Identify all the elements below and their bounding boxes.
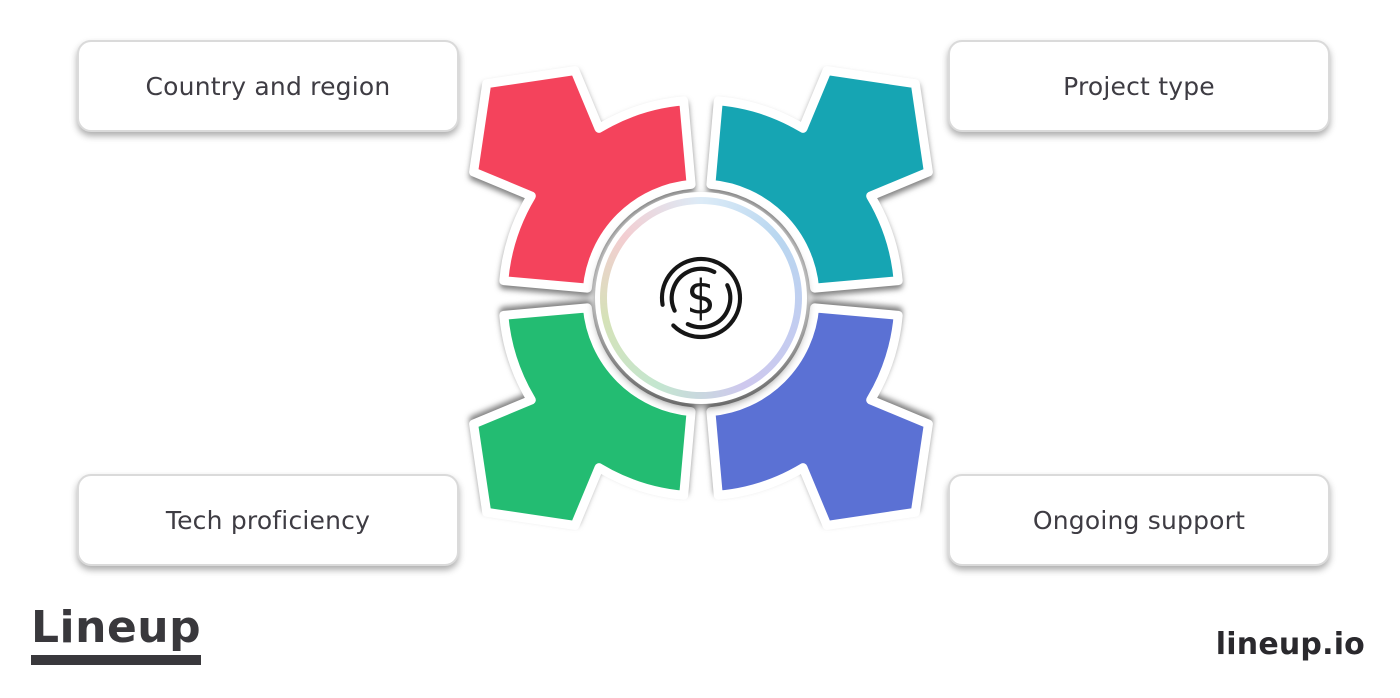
brand-logo-text: Lineup (31, 602, 202, 653)
factor-label: Country and region (145, 71, 391, 101)
factor-card-project-type: Project type (948, 40, 1330, 132)
center-inner: $ (607, 204, 795, 392)
dollar-symbol: $ (686, 272, 716, 326)
factor-card-tech-proficiency: Tech proficiency (77, 474, 459, 566)
center-circle: $ (595, 192, 807, 404)
arrow-northwest-icon (469, 66, 696, 293)
factor-label: Project type (1063, 71, 1215, 101)
brand-logo-underline (31, 655, 201, 666)
factor-label: Ongoing support (1032, 505, 1246, 535)
arrow-northeast-icon (706, 66, 933, 293)
arrow-southeast-icon (706, 303, 933, 530)
factor-label: Tech proficiency (165, 505, 371, 535)
arrow-southwest-icon (469, 303, 696, 530)
watermark-text: lineup.io (1215, 627, 1365, 662)
arrows-graphic (469, 66, 933, 530)
factor-card-ongoing-support: Ongoing support (948, 474, 1330, 566)
center-ring: $ (600, 197, 802, 399)
brand-logo: Lineup (31, 602, 202, 666)
dollar-coin-icon: $ (659, 256, 743, 340)
factor-card-country-region: Country and region (77, 40, 459, 132)
